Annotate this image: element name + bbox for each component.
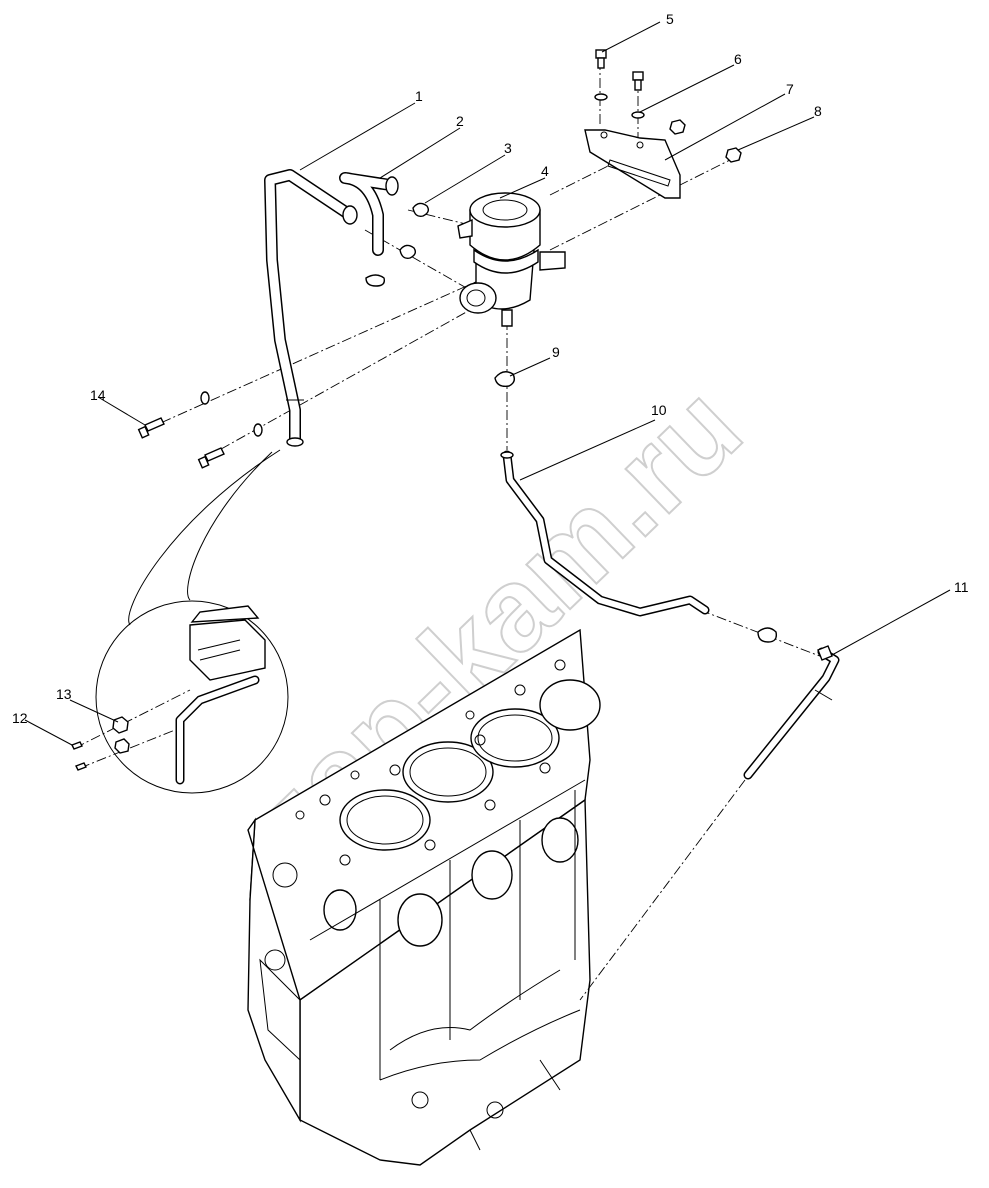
callout-7: 7 [786, 81, 794, 97]
callout-1: 1 [415, 88, 423, 104]
callout-4: 4 [541, 163, 549, 179]
part-9-clamp [494, 371, 516, 388]
callout-leaders [24, 21, 951, 746]
alignment-lines [74, 60, 831, 1001]
part-11-return-tube [743, 645, 840, 780]
callout-labels: 1 2 3 4 5 6 7 8 9 10 11 12 13 14 [12, 11, 969, 726]
part-8-nuts [669, 119, 742, 163]
callout-5: 5 [666, 11, 674, 27]
part-7-bracket [584, 129, 681, 199]
part-6-bolt [631, 71, 645, 119]
callout-2: 2 [456, 113, 464, 129]
callout-9: 9 [552, 344, 560, 360]
callout-10: 10 [651, 402, 667, 418]
callout-14: 14 [90, 387, 106, 403]
part-11-clamp [757, 627, 778, 643]
part-10-drain-tube [500, 450, 710, 617]
callout-3: 3 [504, 140, 512, 156]
callout-6: 6 [734, 51, 742, 67]
callout-12: 12 [12, 710, 28, 726]
engine-block [247, 628, 601, 1166]
part-2-elbow-hose [339, 172, 399, 256]
detail-inset [71, 449, 289, 794]
part-4-oil-separator [457, 192, 566, 327]
part-3-hose-clamps [365, 202, 430, 287]
part-1-hose [264, 169, 358, 447]
part-14-screws [137, 391, 263, 469]
callout-13: 13 [56, 686, 72, 702]
callout-8: 8 [814, 103, 822, 119]
callout-11: 11 [954, 579, 969, 595]
part-5-bolt [594, 49, 608, 101]
